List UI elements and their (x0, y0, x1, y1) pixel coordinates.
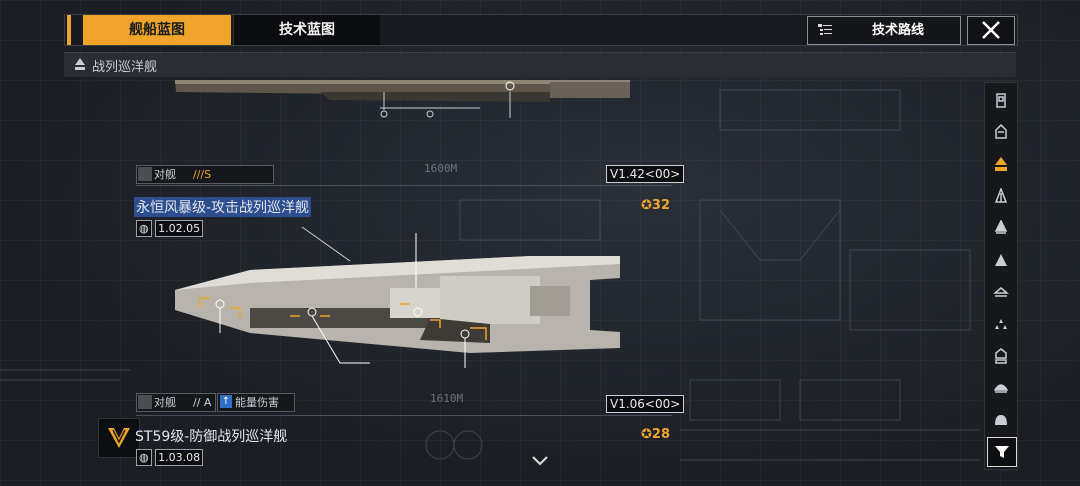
ship-length-2: 1610M (430, 392, 464, 405)
escort-icon (995, 348, 1007, 364)
rail-item-escort[interactable] (985, 341, 1017, 371)
ship-version-2: ◍ 1.02.05 (136, 220, 204, 237)
globe-icon: ◍ (136, 220, 152, 237)
tab-tech-blueprint[interactable]: 技术蓝图 (233, 15, 380, 45)
close-icon (982, 21, 1000, 39)
ship-points-2: ✪32 (641, 198, 670, 213)
breadcrumb: 战列巡洋舰 (64, 52, 1016, 77)
frigate-icon (994, 188, 1008, 203)
filter-button[interactable] (987, 437, 1017, 467)
version-tag-1: V1.42<00> (606, 165, 685, 183)
ship-version-3: ◍ 1.03.08 (136, 449, 204, 466)
breadcrumb-label: 战列巡洋舰 (92, 60, 158, 75)
rail-item-station[interactable] (985, 373, 1017, 403)
energy-icon: ↑ (220, 395, 232, 408)
ship-image-1[interactable] (170, 78, 640, 122)
tab-ship-blueprint[interactable]: 舰船蓝图 (83, 15, 231, 45)
corvette-icon (994, 220, 1008, 234)
destroyer-icon (995, 124, 1007, 139)
battlecruiser-icon (75, 58, 85, 70)
ship-length-1: 1600M (424, 162, 458, 175)
tech-route-button[interactable]: 技术路线 (807, 16, 961, 45)
rank-badge (98, 418, 140, 458)
station-icon (994, 384, 1008, 393)
anti-ship-icon (138, 395, 152, 409)
tech-route-label: 技术路线 (872, 23, 925, 38)
anti-ship-icon (138, 167, 152, 181)
stat-tag-damage-2: ↑能量伤害 (217, 393, 295, 412)
accent-bar (67, 15, 71, 45)
strike-craft-icon (995, 319, 1007, 329)
ship-points-3: ✪28 (641, 427, 670, 442)
callout-line (301, 226, 351, 262)
carrier-icon (996, 93, 1006, 108)
rail-item-strike-craft[interactable] (985, 309, 1017, 339)
battlecruiser-icon (995, 157, 1007, 171)
scroll-down-icon[interactable] (531, 455, 549, 467)
separator-2 (136, 415, 672, 416)
globe-icon: ◍ (136, 449, 152, 466)
role-label-2: 对舰 (154, 396, 176, 409)
separator-1 (136, 185, 672, 186)
grade-label-1: ///S (193, 168, 212, 181)
ship-image-2[interactable] (170, 228, 630, 378)
stat-tag-role-2: 对舰 // A (136, 393, 216, 412)
damage-type-label: 能量伤害 (235, 396, 279, 409)
version-tag-2: V1.06<00> (606, 395, 685, 413)
ship-name-2[interactable]: 永恒风暴级-攻击战列巡洋舰 (134, 197, 312, 217)
close-button[interactable] (967, 16, 1015, 45)
rail-item-cruiser[interactable] (985, 245, 1017, 275)
role-label-1: 对舰 (154, 168, 176, 181)
grade-label-2: // A (193, 396, 212, 409)
rail-item-auxiliary[interactable] (985, 277, 1017, 307)
list-icon (818, 24, 832, 35)
auxiliary-icon (993, 287, 1009, 297)
ship-class-rail (984, 82, 1018, 470)
rail-item-battlecruiser[interactable] (985, 149, 1017, 179)
top-bar: 舰船蓝图 技术蓝图 技术路线 (64, 14, 1018, 46)
dome-icon (995, 415, 1007, 425)
rank-chevron-icon (108, 428, 130, 448)
cruiser-icon (995, 254, 1007, 266)
rail-item-destroyer[interactable] (985, 117, 1017, 147)
rail-item-corvette[interactable] (985, 213, 1017, 243)
rail-item-dome[interactable] (985, 405, 1017, 435)
ship-name-3[interactable]: ST59级-防御战列巡洋舰 (135, 429, 288, 445)
rail-item-carrier[interactable] (985, 85, 1017, 115)
filter-icon (995, 446, 1009, 458)
rail-item-frigate[interactable] (985, 181, 1017, 211)
stat-tag-role-1: 对舰 ///S (136, 165, 274, 184)
